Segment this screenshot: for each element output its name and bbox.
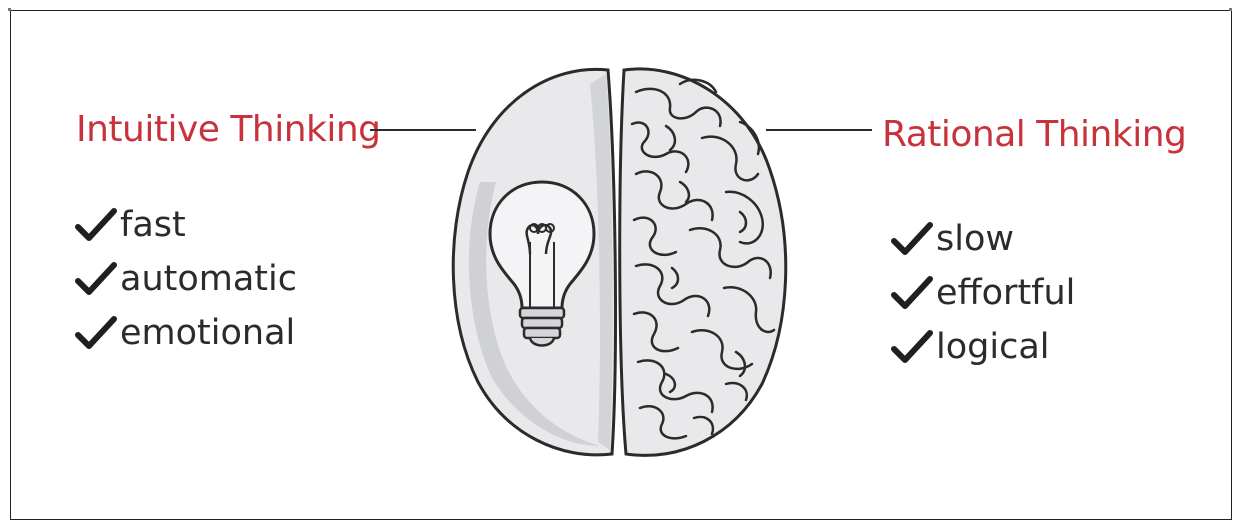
right-hemisphere <box>620 69 786 456</box>
trait-label: automatic <box>120 259 297 299</box>
intuitive-traits-list: fast automatic emotional <box>74 198 297 360</box>
trait-label: fast <box>120 205 186 245</box>
rational-traits-list: slow effortful logical <box>890 212 1075 374</box>
checkmark-icon <box>890 219 936 259</box>
corner-mark <box>1229 8 1232 11</box>
checkmark-icon <box>74 313 120 353</box>
list-item: effortful <box>890 266 1075 320</box>
trait-label: slow <box>936 219 1014 259</box>
corner-mark <box>8 8 11 11</box>
intuitive-thinking-title: Intuitive Thinking <box>76 112 381 148</box>
checkmark-icon <box>74 259 120 299</box>
trait-label: emotional <box>120 313 295 353</box>
trait-label: effortful <box>936 273 1075 313</box>
list-item: fast <box>74 198 297 252</box>
checkmark-icon <box>74 205 120 245</box>
brain-illustration <box>440 62 800 466</box>
list-item: slow <box>890 212 1075 266</box>
list-item: automatic <box>74 252 297 306</box>
checkmark-icon <box>890 273 936 313</box>
list-item: logical <box>890 320 1075 374</box>
checkmark-icon <box>890 327 936 367</box>
trait-label: logical <box>936 327 1050 367</box>
rational-thinking-title: Rational Thinking <box>882 117 1186 153</box>
list-item: emotional <box>74 306 297 360</box>
